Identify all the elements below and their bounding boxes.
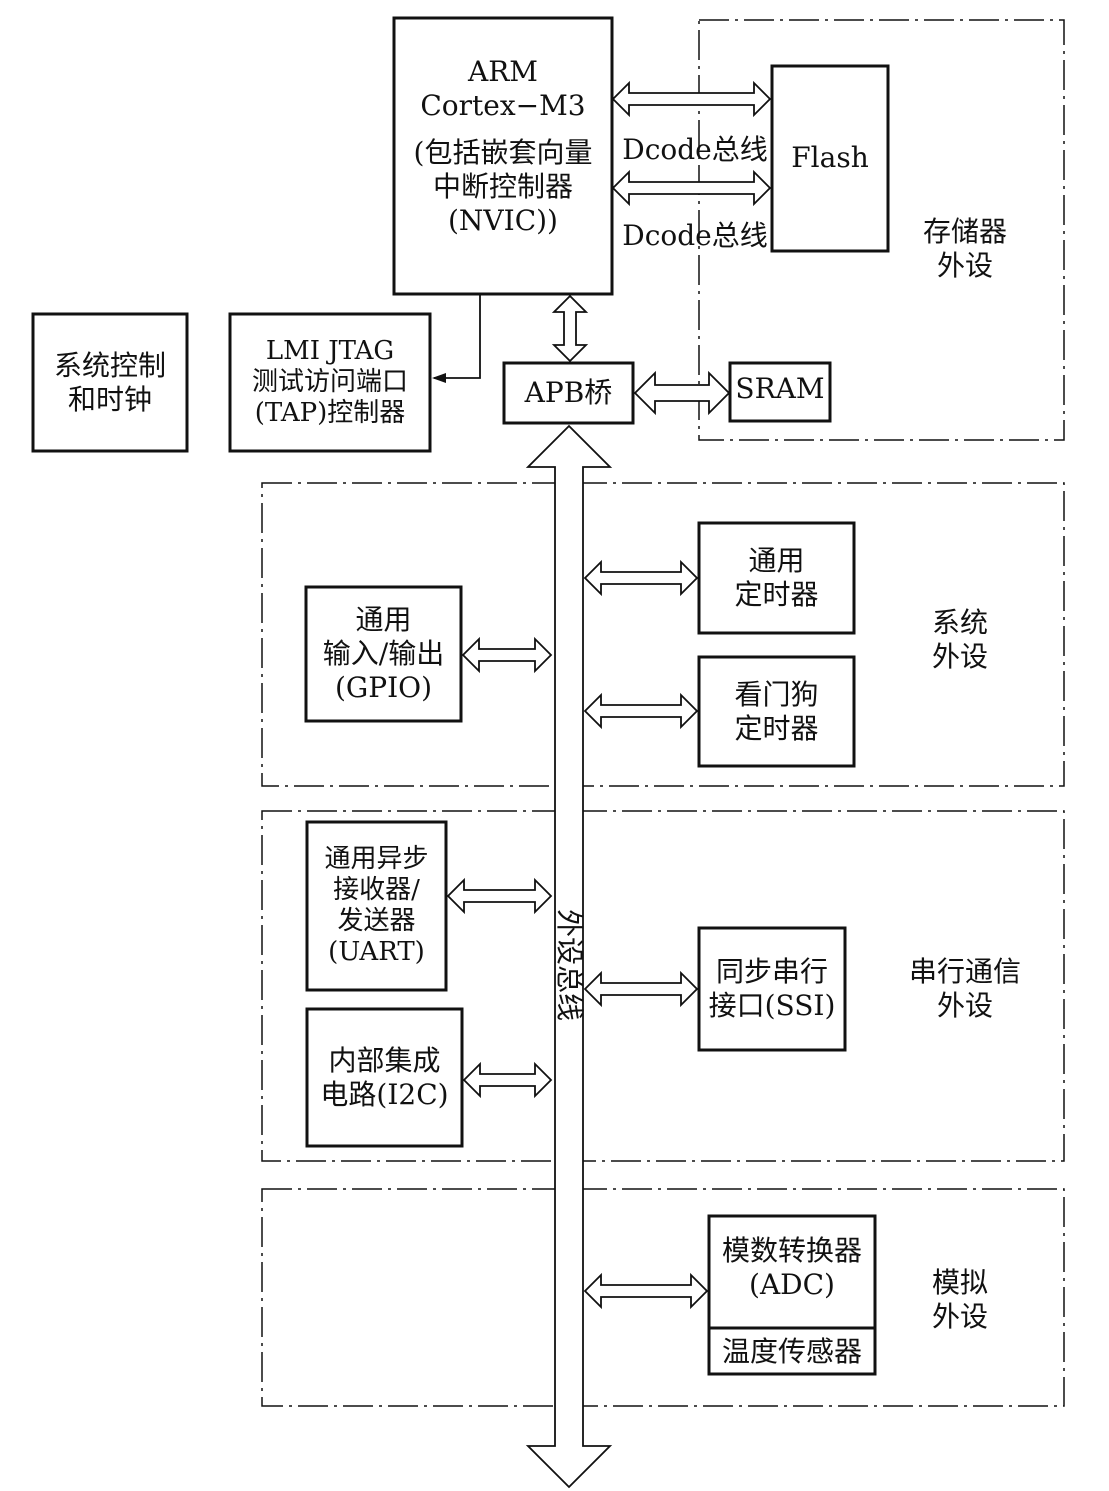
uart-box bbox=[305, 820, 448, 992]
i2c-label: 内部集成 电路(I2C) bbox=[320, 1043, 449, 1111]
i2c-bus-arrow bbox=[462, 1061, 553, 1099]
watchdog-timer-label: 看门狗 定时器 bbox=[734, 677, 819, 745]
temp-sensor-label: 温度传感器 bbox=[721, 1335, 862, 1368]
jtag-arrowhead bbox=[432, 373, 446, 383]
system-peripheral-label: 系统 外设 bbox=[931, 606, 988, 673]
gpio-label: 通用 输入/输出 (GPIO) bbox=[322, 603, 445, 704]
sram-label: SRAM bbox=[735, 372, 825, 405]
ssi-bus-arrow bbox=[583, 970, 699, 1008]
memory-peripheral-group-frame bbox=[698, 19, 1065, 441]
general-timer-box bbox=[697, 521, 856, 635]
ssi-box bbox=[697, 926, 847, 1052]
system-peripheral-group-frame bbox=[261, 482, 1065, 787]
analog-peripheral-group-frame bbox=[261, 1188, 1065, 1407]
serial-peripheral-group-frame bbox=[261, 810, 1065, 1162]
serial-peripheral-label: 串行通信 外设 bbox=[908, 955, 1021, 1022]
i2c-box bbox=[305, 1007, 464, 1148]
jtag-connection bbox=[434, 295, 481, 379]
arm-core-desc-2: 中断控制器 bbox=[432, 170, 573, 203]
ssi-label: 同步串行 接口(SSI) bbox=[708, 955, 836, 1022]
apb-sram-arrow bbox=[633, 370, 731, 416]
arm-core-box bbox=[392, 16, 614, 296]
watchdog-timer-box bbox=[697, 655, 856, 768]
apb-bridge-box bbox=[502, 361, 635, 425]
jtag-box bbox=[228, 312, 432, 453]
analog-peripheral-label: 模拟 外设 bbox=[931, 1266, 988, 1333]
arm-core-desc-1: (包括嵌套向量 bbox=[413, 136, 593, 169]
flash-label: Flash bbox=[791, 141, 869, 174]
dcode-bus-arrow-1 bbox=[611, 80, 772, 118]
gpio-box bbox=[304, 585, 463, 723]
watchdog-bus-arrow bbox=[583, 692, 699, 730]
system-control-box bbox=[31, 312, 189, 453]
arm-core-title: ARM Cortex−M3 bbox=[420, 55, 586, 122]
general-timer-label: 通用 定时器 bbox=[734, 544, 819, 611]
uart-bus-arrow bbox=[446, 877, 553, 915]
core-apb-arrow bbox=[551, 294, 589, 363]
apb-bridge-label: APB桥 bbox=[524, 376, 613, 409]
adc-label: 模数转换器 (ADC) bbox=[721, 1234, 862, 1301]
dcode-bus-arrow-2 bbox=[611, 169, 772, 207]
adc-bus-arrow bbox=[583, 1272, 709, 1310]
dcode-bus-label-1: Dcode总线 bbox=[622, 133, 768, 166]
gpio-bus-arrow bbox=[461, 636, 553, 674]
system-control-label: 系统控制 和时钟 bbox=[53, 348, 166, 416]
peripheral-bus-arrow bbox=[525, 424, 613, 1489]
dcode-bus-label-2: Dcode总线 bbox=[622, 219, 768, 252]
arm-core-desc-3: (NVIC)) bbox=[448, 204, 558, 237]
sram-box bbox=[728, 361, 832, 423]
peripheral-bus-label: 外设总线 bbox=[553, 908, 586, 1021]
memory-peripheral-label: 存储器 外设 bbox=[922, 215, 1007, 282]
timer-bus-arrow bbox=[583, 559, 699, 597]
uart-label: 通用异步 接收器/ 发送器 (UART) bbox=[324, 844, 429, 967]
jtag-label: LMI JTAG 测试访问端口 (TAP)控制器 bbox=[251, 336, 408, 428]
adc-box bbox=[707, 1214, 877, 1376]
flash-box bbox=[770, 64, 890, 253]
